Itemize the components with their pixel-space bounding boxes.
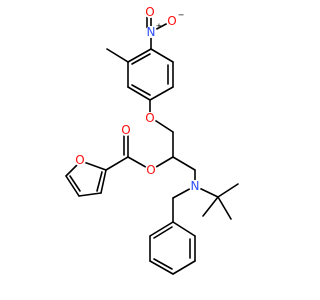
nitro-n-charge: +: [156, 22, 163, 31]
nitro-n-label: N: [147, 25, 156, 39]
bond-furan-e: [100, 169, 107, 194]
bond-ring1-d: [149, 86, 174, 101]
bond-furan-c: [65, 175, 80, 197]
bond-ring2-f: [172, 221, 196, 237]
ether-o-label: O: [145, 111, 154, 125]
structure-canvas: N + O O − O O O O N: [65, 5, 239, 275]
bond-tbu-me2: [217, 196, 232, 220]
bond-ring2-a: [149, 221, 174, 237]
bond-ring2-c: [149, 260, 174, 275]
bond-ring2-d: [172, 260, 196, 275]
amine-n-label: N: [191, 179, 200, 193]
atom-labels: N + O O − O O O O N: [74, 5, 201, 193]
bond-ring1-f: [150, 48, 174, 63]
bond-tbu-me3: [202, 196, 219, 217]
carbonyl-o-label: O: [121, 123, 130, 137]
nitro-o-top-label: O: [145, 5, 154, 19]
bond-furan-double-1: [96, 171, 103, 192]
bond-furan-d: [78, 192, 102, 197]
bond-carbonyl-c-furan: [105, 156, 129, 171]
bonds: [65, 15, 239, 275]
bond-ch-ch2n: [172, 156, 196, 171]
bond-ring2-double-1: [153, 226, 173, 239]
molecule-diagram: N + O O − O O O O N: [65, 5, 239, 275]
ester-o-label: O: [146, 163, 155, 177]
bond-tbu-me1: [217, 183, 239, 198]
nitro-o-right-label: O: [167, 14, 176, 28]
furan-o-label: O: [75, 153, 84, 167]
bond-furan-double-2: [69, 175, 81, 192]
bond-ring1-double-1: [131, 53, 151, 65]
bond-ring1-double-2: [131, 84, 151, 96]
bond-methyl: [106, 48, 129, 63]
bond-ring1-c: [127, 86, 151, 101]
bond-ring1-a: [127, 48, 152, 63]
nitro-o-right-charge: −: [178, 11, 185, 20]
bond-ring2-double-2: [153, 258, 173, 270]
